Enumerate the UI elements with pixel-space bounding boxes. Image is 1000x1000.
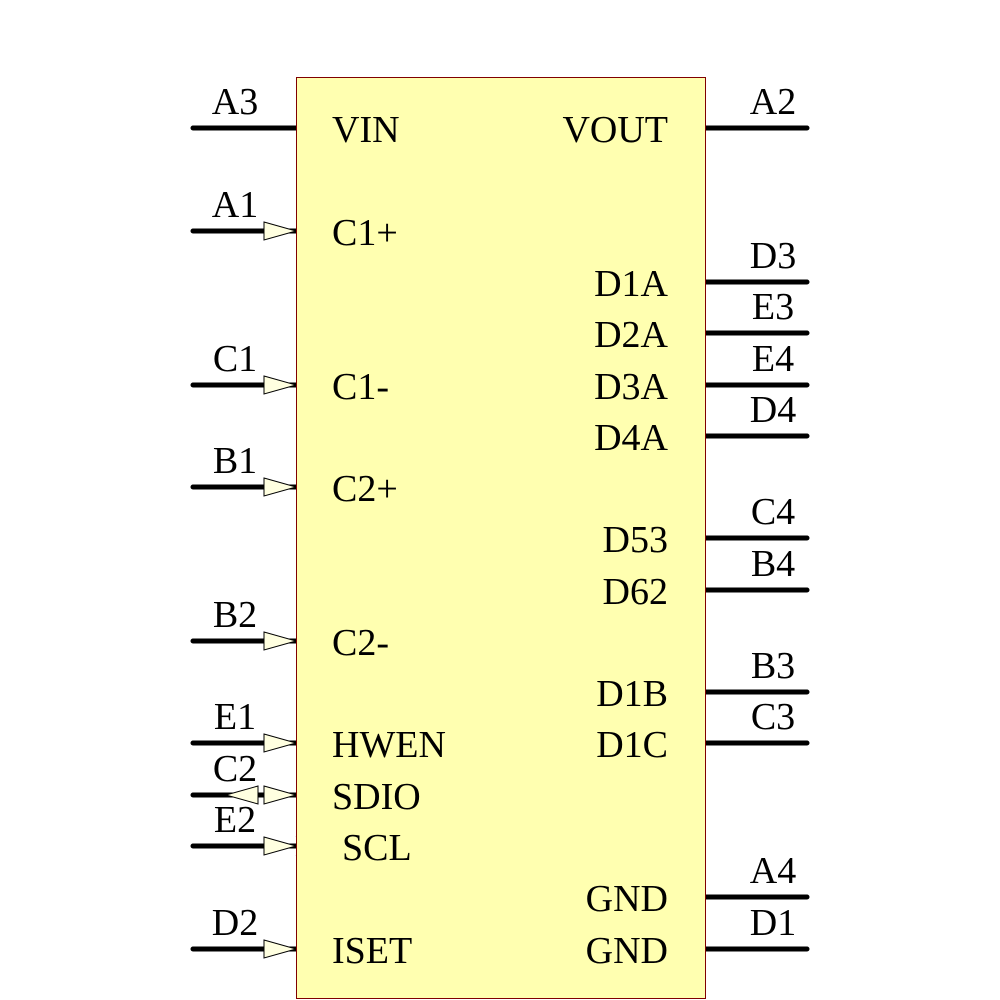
input-arrow-icon <box>263 477 298 497</box>
net-label: B1 <box>212 440 258 482</box>
pin-name: ISET <box>332 930 413 972</box>
pin-name: SCL <box>342 827 412 869</box>
net-label: E1 <box>213 696 257 738</box>
pin-name: VIN <box>332 109 400 151</box>
net-label: D3 <box>749 235 797 277</box>
output-arrow-icon <box>224 785 259 805</box>
pin-left-iset[interactable] <box>190 939 299 959</box>
net-label: B3 <box>750 645 796 687</box>
input-arrow-icon <box>263 733 298 753</box>
pin-left-c2-[interactable] <box>190 631 299 651</box>
pin-name: C2- <box>332 622 389 664</box>
pin-name: D62 <box>602 571 668 613</box>
net-label: A1 <box>211 184 259 226</box>
pin-name: GND <box>585 878 668 920</box>
net-label: C1 <box>212 338 258 380</box>
input-arrow-icon <box>263 631 298 651</box>
pin-name: HWEN <box>332 724 446 766</box>
pin-left-c1+[interactable] <box>190 221 299 241</box>
net-label: E4 <box>751 338 795 380</box>
net-label: A2 <box>749 81 797 123</box>
pin-left-hwen[interactable] <box>190 733 299 753</box>
pin-name: SDIO <box>332 776 421 818</box>
net-label: A4 <box>749 850 797 892</box>
pin-name: D1C <box>596 724 668 766</box>
net-label: E2 <box>213 799 257 841</box>
pin-name: D1A <box>594 263 668 305</box>
net-label: D2 <box>211 902 259 944</box>
pin-name: C2+ <box>332 468 398 510</box>
pin-name: C1- <box>332 366 389 408</box>
pin-left-c1-[interactable] <box>190 375 299 395</box>
net-label: C3 <box>750 696 796 738</box>
pin-left-sdio[interactable] <box>190 785 299 805</box>
pin-name: D53 <box>602 519 668 561</box>
input-arrow-icon <box>263 221 298 241</box>
pin-name: D1B <box>596 673 668 715</box>
input-arrow-icon <box>263 939 298 959</box>
net-label: C2 <box>212 748 258 790</box>
component-body <box>296 77 706 999</box>
net-label: D4 <box>749 389 797 431</box>
net-label: E3 <box>751 286 795 328</box>
pin-name: VOUT <box>562 109 668 151</box>
pin-name: D4A <box>594 417 668 459</box>
pin-left-c2+[interactable] <box>190 477 299 497</box>
net-label: D1 <box>749 902 797 944</box>
input-arrow-icon <box>263 836 298 856</box>
pin-name: D2A <box>594 314 668 356</box>
input-arrow-icon <box>263 785 298 805</box>
net-label: B4 <box>750 543 796 585</box>
net-label: B2 <box>212 594 258 636</box>
net-label: A3 <box>211 81 259 123</box>
net-label: C4 <box>750 491 796 533</box>
input-arrow-icon <box>263 375 298 395</box>
pin-name: C1+ <box>332 212 398 254</box>
pin-name: GND <box>585 930 668 972</box>
pin-name: D3A <box>594 366 668 408</box>
